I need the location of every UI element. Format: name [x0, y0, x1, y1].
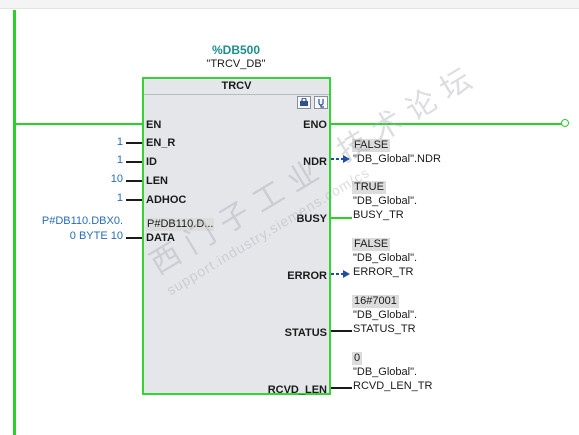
error-tag-line2[interactable]: ERROR_TR	[353, 266, 414, 278]
error-live-value: FALSE	[352, 238, 391, 251]
block-diagnostics-icon[interactable]	[314, 96, 328, 109]
instance-db-name[interactable]: "TRCV_DB"	[206, 58, 266, 70]
busy-wire	[331, 217, 352, 219]
rcvd-len-tag-line1[interactable]: "DB_Global".	[353, 366, 418, 378]
id-constant[interactable]: 1	[116, 154, 123, 166]
eno-power-wire	[331, 123, 565, 125]
len-wire	[126, 180, 142, 182]
data-constant-line1[interactable]: P#DB110.DBX0.	[41, 215, 123, 227]
ndr-tag-line1[interactable]: "DB_Global".NDR	[353, 153, 441, 165]
data-param-display[interactable]: P#DB110.D...	[146, 218, 215, 231]
id-wire	[126, 161, 142, 163]
pin-rcvd-len: RCVD_LEN	[267, 384, 327, 396]
len-constant[interactable]: 10	[110, 173, 123, 185]
adhoc-constant[interactable]: 1	[116, 192, 123, 204]
error-wire	[331, 270, 350, 278]
rcvd-len-wire	[331, 387, 352, 389]
status-live-value: 16#7001	[352, 295, 399, 308]
left-power-rail	[13, 10, 16, 435]
pin-id: ID	[146, 156, 157, 168]
pin-ndr: NDR	[303, 156, 327, 168]
status-tag-line2[interactable]: STATUS_TR	[353, 323, 416, 335]
en-r-constant[interactable]: 1	[116, 136, 123, 148]
busy-tag-line1[interactable]: "DB_Global".	[353, 195, 418, 207]
instance-db-address[interactable]: %DB500	[211, 43, 261, 57]
block-lock-icon[interactable]	[297, 96, 311, 109]
busy-tag-line2[interactable]: BUSY_TR	[353, 209, 404, 221]
status-tag-line1[interactable]: "DB_Global".	[353, 309, 418, 321]
pin-status: STATUS	[284, 327, 327, 339]
rcvd-len-live-value: 0	[352, 352, 363, 365]
ndr-wire	[331, 155, 350, 163]
data-constant-line2[interactable]: 0 BYTE 10	[69, 230, 123, 242]
data-wire	[126, 237, 142, 239]
pin-busy: BUSY	[296, 213, 327, 225]
pin-adhoc: ADHOC	[146, 194, 187, 206]
adhoc-wire	[126, 199, 142, 201]
coil-end-marker	[561, 119, 569, 127]
ndr-live-value: FALSE	[352, 139, 391, 152]
status-wire	[331, 330, 352, 332]
en-power-wire	[15, 123, 142, 125]
pin-len: LEN	[146, 175, 168, 187]
editor-top-strip	[0, 0, 579, 9]
pin-eno: ENO	[303, 119, 327, 131]
pin-en-r: EN_R	[146, 137, 176, 149]
pin-error: ERROR	[287, 270, 327, 282]
trcv-function-block[interactable]: TRCV EN EN_R ID LEN ADHOC P#DB110.D... D…	[142, 77, 331, 396]
busy-live-value: TRUE	[352, 181, 386, 194]
error-tag-line1[interactable]: "DB_Global".	[353, 252, 418, 264]
en-r-wire	[126, 142, 142, 144]
rcvd-len-tag-line2[interactable]: RCVD_LEN_TR	[353, 380, 433, 392]
pin-data: DATA	[146, 232, 175, 244]
pin-en: EN	[146, 119, 162, 131]
block-title-divider	[144, 94, 329, 95]
block-title: TRCV	[221, 80, 252, 92]
